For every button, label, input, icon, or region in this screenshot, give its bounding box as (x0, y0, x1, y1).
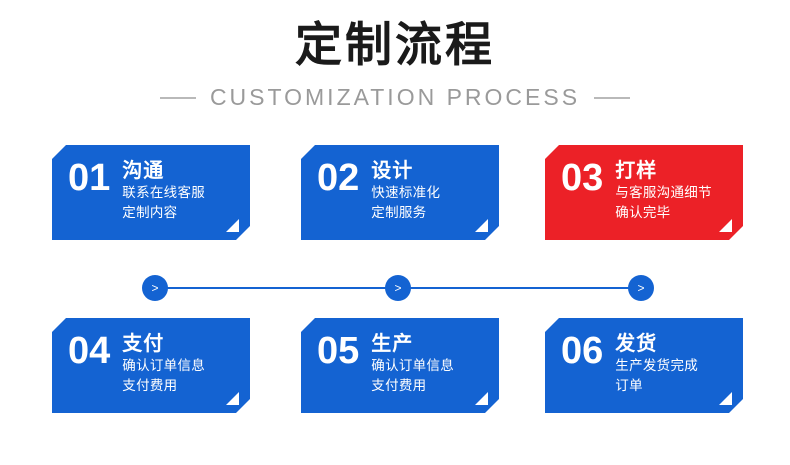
connector: > > > (142, 275, 654, 301)
step-card-02-heading: 设计 (371, 158, 414, 182)
step-card-05[interactable]: 05 生产 确认订单信息 支付费用 (301, 318, 499, 413)
step-card-04-line1: 确认订单信息 (122, 358, 206, 374)
step-card-02-line2: 定制服务 (371, 205, 427, 221)
corner-triangle-icon (719, 219, 732, 232)
step-card-03-text: 打样 与客服沟通细节 确认完毕 (615, 157, 712, 222)
divider-line-left (159, 96, 196, 99)
step-card-01-line2: 定制内容 (122, 205, 178, 221)
step-card-05-line1: 确认订单信息 (371, 358, 455, 374)
step-card-04-content: 04 支付 确认订单信息 支付费用 (68, 330, 205, 395)
corner-triangle-icon (475, 392, 488, 405)
step-card-06[interactable]: 06 发货 生产发货完成 订单 (545, 318, 743, 413)
corner-triangle-icon (475, 219, 488, 232)
connector-marker-3: > (628, 275, 654, 301)
divider-line-right (594, 96, 631, 99)
step-card-01[interactable]: 01 沟通 联系在线客服 定制内容 (52, 145, 250, 240)
subtitle-row: CUSTOMIZATION PROCESS (0, 84, 790, 111)
step-card-04-number: 04 (68, 330, 111, 372)
step-card-01-heading: 沟通 (122, 158, 165, 182)
step-card-01-line1: 联系在线客服 (122, 185, 206, 201)
corner-triangle-icon (226, 219, 239, 232)
step-card-06-line2: 订单 (615, 378, 643, 394)
page-header: 定制流程 CUSTOMIZATION PROCESS (0, 18, 790, 111)
step-card-03-line2: 确认完毕 (615, 205, 671, 221)
connector-marker-2: > (385, 275, 411, 301)
step-card-03[interactable]: 03 打样 与客服沟通细节 确认完毕 (545, 145, 743, 240)
corner-triangle-icon (226, 392, 239, 405)
step-card-04-text: 支付 确认订单信息 支付费用 (122, 330, 205, 395)
step-card-05-number: 05 (317, 330, 360, 372)
step-card-06-number: 06 (561, 330, 604, 372)
step-card-04[interactable]: 04 支付 确认订单信息 支付费用 (52, 318, 250, 413)
step-card-01-text: 沟通 联系在线客服 定制内容 (122, 157, 205, 222)
step-card-06-heading: 发货 (615, 331, 658, 355)
step-card-01-number: 01 (68, 157, 111, 199)
step-card-03-content: 03 打样 与客服沟通细节 确认完毕 (561, 157, 712, 222)
step-card-03-number: 03 (561, 157, 604, 199)
step-card-02-number: 02 (317, 157, 360, 199)
connector-marker-1: > (142, 275, 168, 301)
step-card-06-content: 06 发货 生产发货完成 订单 (561, 330, 698, 395)
step-card-04-line2: 支付费用 (122, 378, 178, 394)
step-card-06-line1: 生产发货完成 (615, 358, 699, 374)
page-subtitle: CUSTOMIZATION PROCESS (209, 84, 581, 110)
corner-triangle-icon (719, 392, 732, 405)
step-card-03-heading: 打样 (615, 158, 658, 182)
step-card-05-line2: 支付费用 (371, 378, 427, 394)
step-card-02-line1: 快速标准化 (371, 185, 441, 201)
step-card-05-text: 生产 确认订单信息 支付费用 (371, 330, 454, 395)
step-card-06-text: 发货 生产发货完成 订单 (615, 330, 698, 395)
step-card-05-content: 05 生产 确认订单信息 支付费用 (317, 330, 454, 395)
step-card-02-text: 设计 快速标准化 定制服务 (371, 157, 440, 222)
step-card-02[interactable]: 02 设计 快速标准化 定制服务 (301, 145, 499, 240)
step-card-02-content: 02 设计 快速标准化 定制服务 (317, 157, 440, 222)
page-title: 定制流程 (295, 18, 495, 73)
step-card-01-content: 01 沟通 联系在线客服 定制内容 (68, 157, 205, 222)
step-card-04-heading: 支付 (122, 331, 165, 355)
step-card-03-line1: 与客服沟通细节 (615, 185, 712, 201)
step-card-05-heading: 生产 (371, 331, 414, 355)
